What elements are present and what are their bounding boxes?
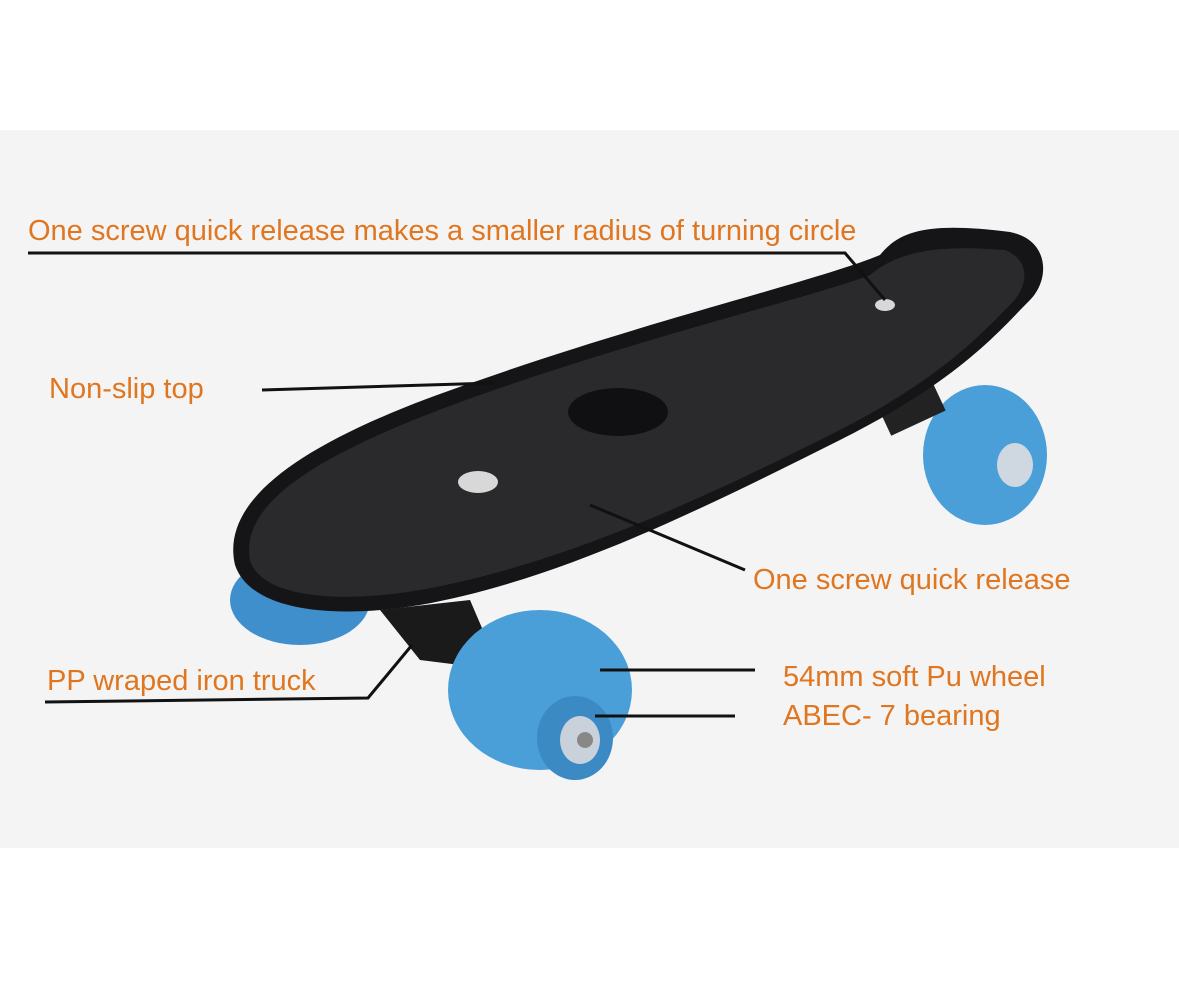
annotation-quick-release: One screw quick release xyxy=(753,564,1071,596)
leader-lines xyxy=(28,251,887,718)
rear-wheel xyxy=(923,385,1047,525)
annotation-turning-circle: One screw quick release makes a smaller … xyxy=(28,215,857,247)
annotation-wheel: 54mm soft Pu wheel xyxy=(783,661,1046,693)
front-wheel xyxy=(448,610,632,780)
annotation-truck: PP wraped iron truck xyxy=(47,665,316,697)
skateboard-deck xyxy=(233,227,1044,612)
annotation-bearing: ABEC- 7 bearing xyxy=(783,700,1001,732)
annotation-non-slip-top: Non-slip top xyxy=(49,373,204,405)
